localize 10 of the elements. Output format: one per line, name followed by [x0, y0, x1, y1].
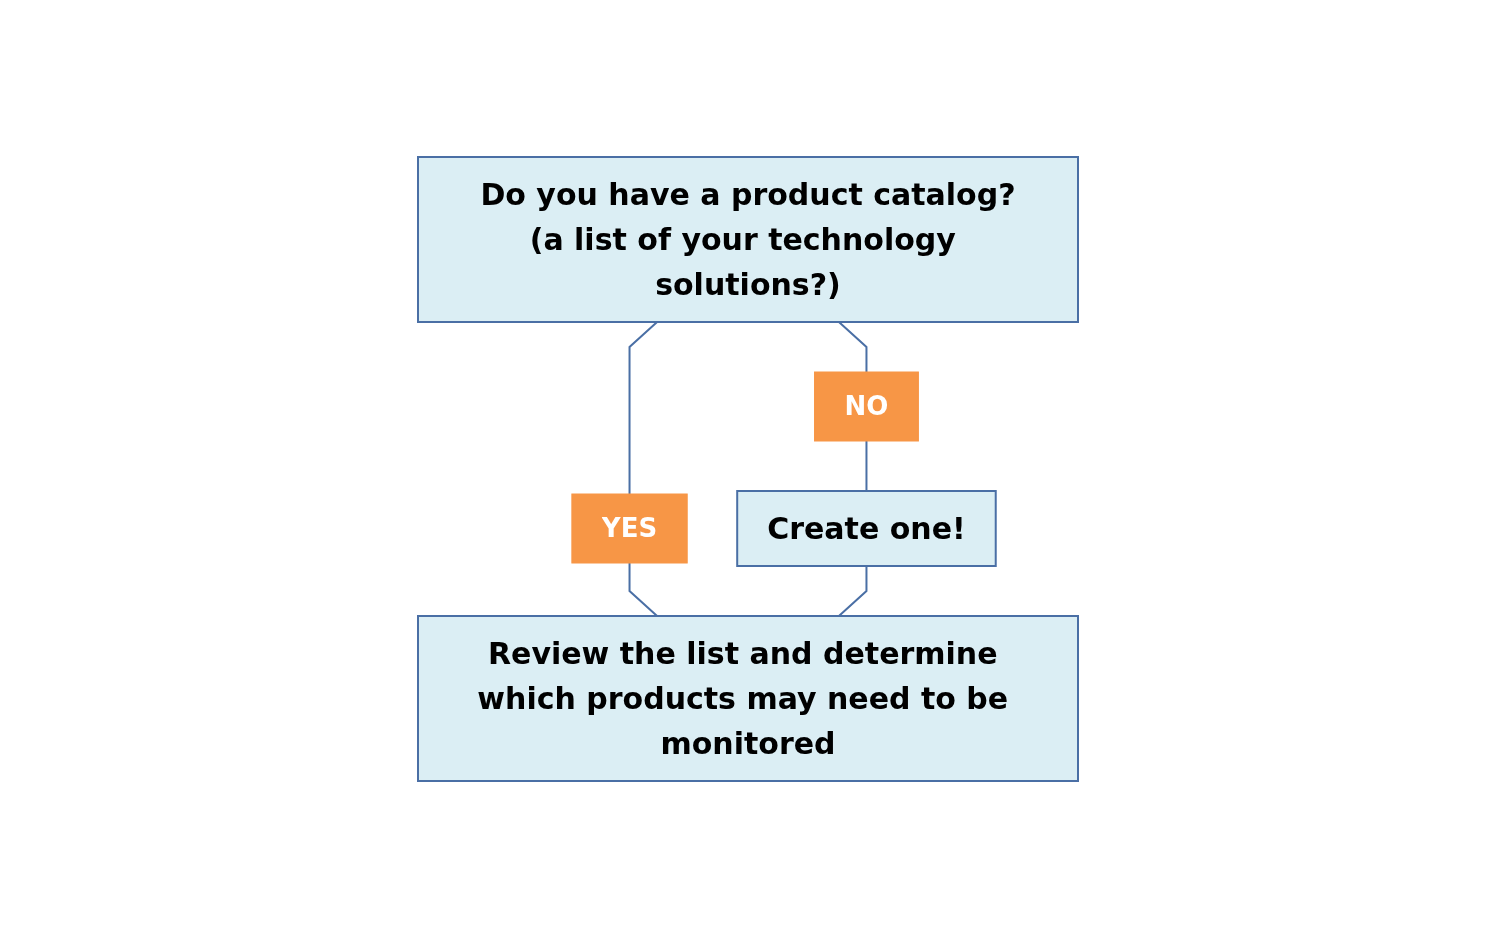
node-box: Review the list and determine which products may need to be monitored — [416, 615, 1079, 782]
node-box: YES — [570, 493, 688, 564]
node-box: Do you have a product catalog? (a list of your technology solutions?) — [416, 156, 1079, 323]
connector — [628, 562, 658, 617]
connector — [837, 321, 867, 373]
connector — [628, 321, 658, 495]
connector — [864, 440, 867, 492]
connector — [837, 565, 867, 617]
node-box: Create one! — [735, 490, 997, 567]
node-box: NO — [813, 371, 919, 442]
